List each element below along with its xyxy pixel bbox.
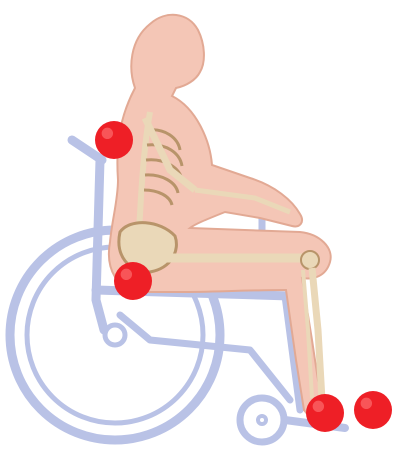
backrest-post (96, 160, 104, 330)
pressure-point-highlight (102, 128, 113, 139)
pressure-point-heel (354, 391, 392, 429)
pressure-point-ischial-tuberosity (114, 262, 152, 300)
pressure-point-highlight (121, 269, 132, 280)
pressure-point-dot (95, 121, 133, 159)
knee-joint (301, 251, 319, 269)
pressure-point-dot (114, 262, 152, 300)
pressure-point-highlight (361, 398, 372, 409)
caster-wheel (240, 398, 284, 442)
pressure-point-dot (306, 394, 344, 432)
pressure-point-dot (354, 391, 392, 429)
pressure-point-shoulder-blade (95, 121, 133, 159)
caster-tire (240, 398, 284, 442)
pressure-point-highlight (313, 401, 324, 412)
caster-hub (258, 416, 266, 424)
pressure-point-heel (306, 394, 344, 432)
